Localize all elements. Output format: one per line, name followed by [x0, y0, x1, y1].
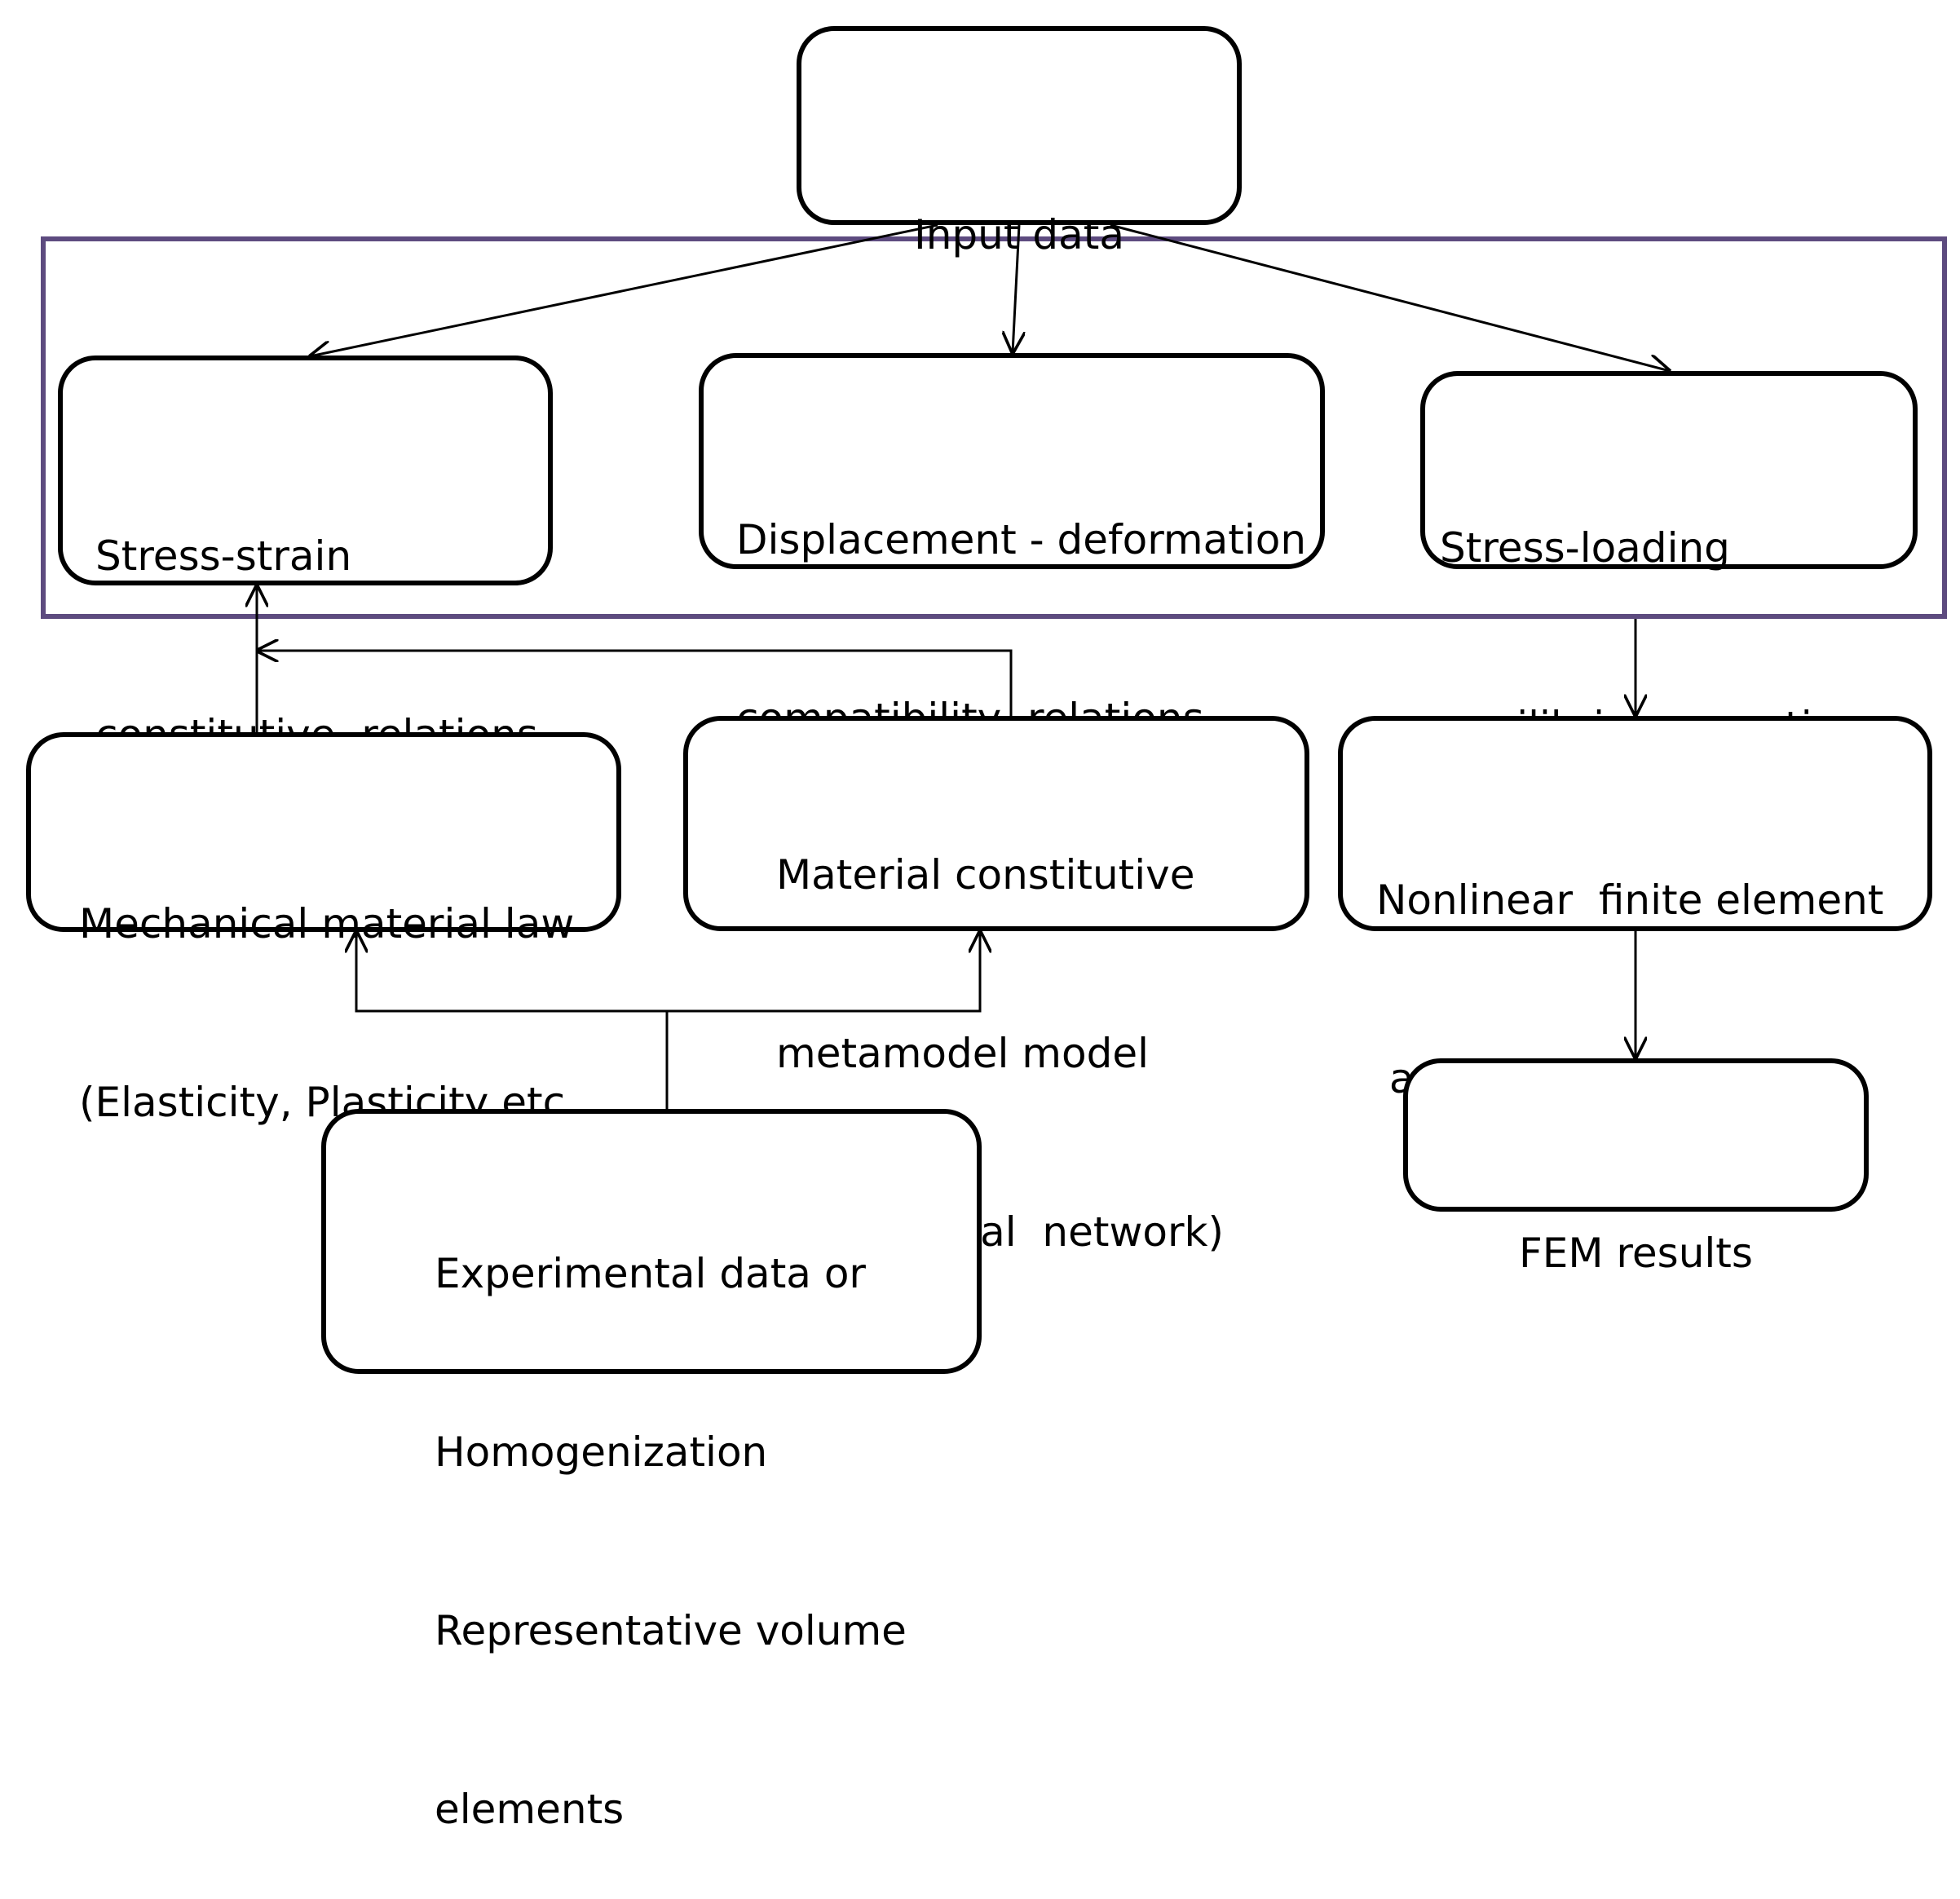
metamodel-line-1: Material constitutive — [776, 851, 1195, 899]
relations-group-frame — [41, 236, 1947, 619]
edge-experimental-to-mechanical-law — [356, 931, 667, 1013]
edge-input-to-stress-strain — [310, 223, 938, 356]
node-mechanical-law — [26, 732, 621, 932]
displacement-line-1: Displacement - deformation — [736, 516, 1307, 563]
mechanical-law-line-1: Mechanical material law — [79, 900, 575, 947]
node-metamodel — [683, 716, 1309, 931]
metamodel-line-2: metamodel model — [776, 1030, 1149, 1077]
edge-input-to-displacement — [1013, 224, 1019, 353]
experimental-line-4: elements — [435, 1786, 625, 1833]
node-input-data — [797, 26, 1242, 225]
flowchart-canvas — [41, 223, 1947, 1109]
node-stress-strain — [58, 356, 553, 585]
edge-metamodel-to-stress-strain — [257, 651, 1013, 716]
edge-experimental-to-metamodel — [667, 931, 980, 1013]
experimental-line-2: Homogenization — [435, 1429, 768, 1476]
node-fem-results-text: FEM results — [1403, 1105, 1869, 1343]
node-displacement — [699, 353, 1325, 569]
edge-input-to-stress-loading — [1110, 223, 1670, 371]
node-experimental — [321, 1109, 982, 1374]
node-input-data-text: Input data — [797, 86, 1242, 325]
node-experimental-text: Experimental data or Homogenization Repr… — [435, 1125, 907, 1899]
node-stress-loading — [1420, 371, 1918, 569]
experimental-line-1: Experimental data or — [435, 1250, 866, 1297]
input-data-label: Input data — [914, 211, 1124, 258]
node-mechanical-law-text: Mechanical material law (Elasticity, Pla… — [79, 775, 578, 1192]
stress-strain-line-1: Stress-strain — [95, 532, 352, 580]
experimental-line-3: Representative volume — [435, 1607, 907, 1654]
fem-results-label: FEM results — [1519, 1230, 1753, 1277]
node-nonlinear-fea — [1338, 716, 1932, 931]
nonlinear-fea-line-1: Nonlinear finite element — [1376, 877, 1884, 924]
stress-loading-line-1: Stress-loading — [1440, 524, 1730, 572]
node-fem-results — [1403, 1058, 1869, 1212]
